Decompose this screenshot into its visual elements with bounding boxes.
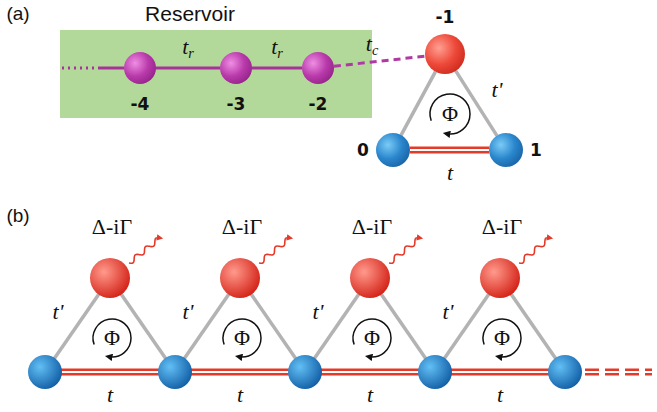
site-index: 0 (357, 140, 369, 160)
double-bond (175, 369, 305, 376)
reservoir-band: Reservoir-4-3-2 (60, 30, 372, 118)
double-bond (435, 369, 565, 376)
double-bond-gap (175, 371, 305, 373)
hopping-label: t' (492, 79, 503, 101)
hopping-line (252, 67, 302, 70)
symbol-label: t (107, 384, 113, 406)
symbol-label: Δ-iΓ (352, 216, 392, 238)
reservoir-fill (60, 30, 372, 118)
double-bond-gap (410, 149, 489, 151)
double-bond-gap (305, 371, 435, 373)
flux-arrow (483, 319, 521, 357)
symbol-label: Δ-iΓ (482, 216, 522, 238)
site-index: 1 (530, 140, 542, 160)
site-circle (548, 355, 582, 389)
symbol-label: Φ (364, 327, 380, 349)
reservoir-continuation (62, 67, 100, 70)
symbol-label: t' (183, 301, 194, 323)
hopping-line (401, 72, 435, 135)
hopping-label: tr (182, 36, 194, 61)
symbol-label: t' (313, 301, 324, 323)
double-bond (45, 369, 175, 376)
site-circle: -4 (124, 52, 156, 84)
site-circle: -2 (302, 52, 334, 84)
hopping-line (156, 67, 220, 70)
hopping-label: tr (271, 36, 283, 61)
site-circle: 0 (376, 133, 410, 167)
symbol-label: t (367, 384, 373, 406)
site-circle (28, 355, 62, 389)
lossy-site (220, 258, 260, 298)
lossy-site (90, 258, 130, 298)
loss-arrow (129, 238, 160, 264)
loss-arrow (389, 238, 420, 264)
double-bond (305, 369, 435, 376)
reservoir-bond (100, 67, 124, 70)
double-bond-gap (435, 371, 565, 373)
hopping-line (334, 56, 425, 66)
site-circle: -1 (425, 34, 465, 74)
panel-label: (b) (6, 206, 29, 225)
panel-label: (a) (6, 4, 29, 23)
lossy-site (350, 258, 390, 298)
site-circle: -3 (220, 52, 252, 84)
symbol-label: Φ (104, 327, 120, 349)
site-circle (418, 355, 452, 389)
site-circle (158, 355, 192, 389)
symbol-label: Φ (234, 327, 250, 349)
symbol-label: t' (53, 301, 64, 323)
symbol-label: Δ-iΓ (92, 216, 132, 238)
symbol-label: Φ (494, 327, 510, 349)
symbol-label: Δ-iΓ (222, 216, 262, 238)
flux-arrow (93, 319, 131, 357)
loss-arrow (259, 238, 290, 264)
loss-arrow (519, 238, 550, 264)
flux-arrow (430, 94, 470, 134)
symbol-label: t (497, 384, 503, 406)
site-index: -2 (309, 94, 328, 114)
symbol-label: t' (443, 301, 454, 323)
lossy-site (480, 258, 520, 298)
symbol-label: Φ (442, 103, 458, 125)
site-circle: 1 (489, 133, 523, 167)
flux-arrow (223, 319, 261, 357)
symbol-label: t (237, 384, 243, 406)
site-index: -1 (436, 7, 455, 27)
site-circle (288, 355, 322, 389)
hopping-label: tc (366, 33, 378, 58)
site-index: -3 (227, 94, 246, 114)
hopping-label: t (447, 162, 453, 184)
site-index: -4 (131, 94, 150, 114)
reservoir-label: Reservoir (145, 2, 235, 26)
hopping-line (456, 71, 497, 136)
double-bond-gap (45, 371, 175, 373)
flux-arrow (353, 319, 391, 357)
double-bond (410, 147, 489, 154)
